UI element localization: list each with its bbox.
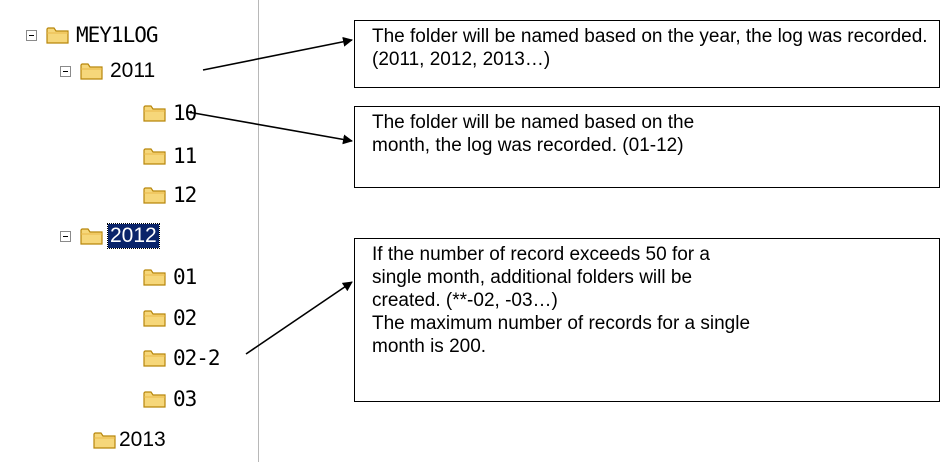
tree-node-2011[interactable]: 2011	[60, 56, 157, 86]
collapse-icon[interactable]	[26, 29, 37, 41]
callout-extra-text-2: The maximum number of records for a sing…	[372, 313, 751, 357]
tree-label-2013: 2013	[119, 428, 166, 451]
tree-label-02: 02	[173, 306, 197, 330]
folder-icon	[143, 310, 166, 327]
callout-month-text: The folder will be named based on the mo…	[372, 112, 695, 156]
folder-icon	[80, 63, 103, 80]
folder-icon	[143, 187, 166, 204]
tree-label-root: MEY1LOG	[76, 23, 159, 47]
tree-label-01: 01	[173, 265, 197, 289]
tree-label-02-2: 02-2	[173, 346, 221, 370]
tree-node-02-2[interactable]: 02-2	[143, 343, 222, 373]
folder-icon	[143, 391, 166, 408]
collapse-icon[interactable]	[60, 65, 71, 77]
tree-node-02[interactable]: 02	[143, 303, 198, 333]
tree-node-root[interactable]: MEY1LOG	[26, 20, 160, 50]
folder-icon	[93, 432, 116, 449]
folder-icon	[143, 148, 166, 165]
folder-icon	[46, 27, 69, 44]
tree-node-11[interactable]: 11	[143, 141, 198, 171]
tree-node-03[interactable]: 03	[143, 384, 198, 414]
callout-extra-text-1: If the number of record exceeds 50 for a…	[372, 244, 710, 311]
folder-icon	[143, 350, 166, 367]
tree-label-11: 11	[173, 144, 197, 168]
tree-node-2012[interactable]: 2012	[60, 221, 160, 251]
callout-extra-folders: If the number of record exceeds 50 for a…	[354, 238, 940, 402]
folder-icon	[143, 269, 166, 286]
tree-label-03: 03	[173, 387, 197, 411]
tree-node-01[interactable]: 01	[143, 262, 198, 292]
tree-label-2012: 2012	[107, 223, 160, 249]
arrow-extra	[245, 281, 353, 355]
callout-month: The folder will be named based on the mo…	[354, 106, 940, 188]
tree-node-10[interactable]: 10	[143, 98, 198, 128]
folder-icon	[143, 105, 166, 122]
tree-node-2013[interactable]: 2013	[93, 425, 168, 455]
collapse-icon[interactable]	[60, 230, 71, 242]
tree-label-2011: 2011	[110, 59, 156, 82]
callout-year: The folder will be named based on the ye…	[354, 20, 940, 88]
folder-icon	[80, 228, 103, 245]
tree-node-12[interactable]: 12	[143, 180, 198, 210]
callout-year-text: The folder will be named based on the ye…	[372, 26, 928, 70]
tree-label-12: 12	[173, 183, 197, 207]
tree-label-10: 10	[173, 101, 197, 125]
folder-tree: MEY1LOG 2011 10 11 12	[0, 0, 259, 462]
